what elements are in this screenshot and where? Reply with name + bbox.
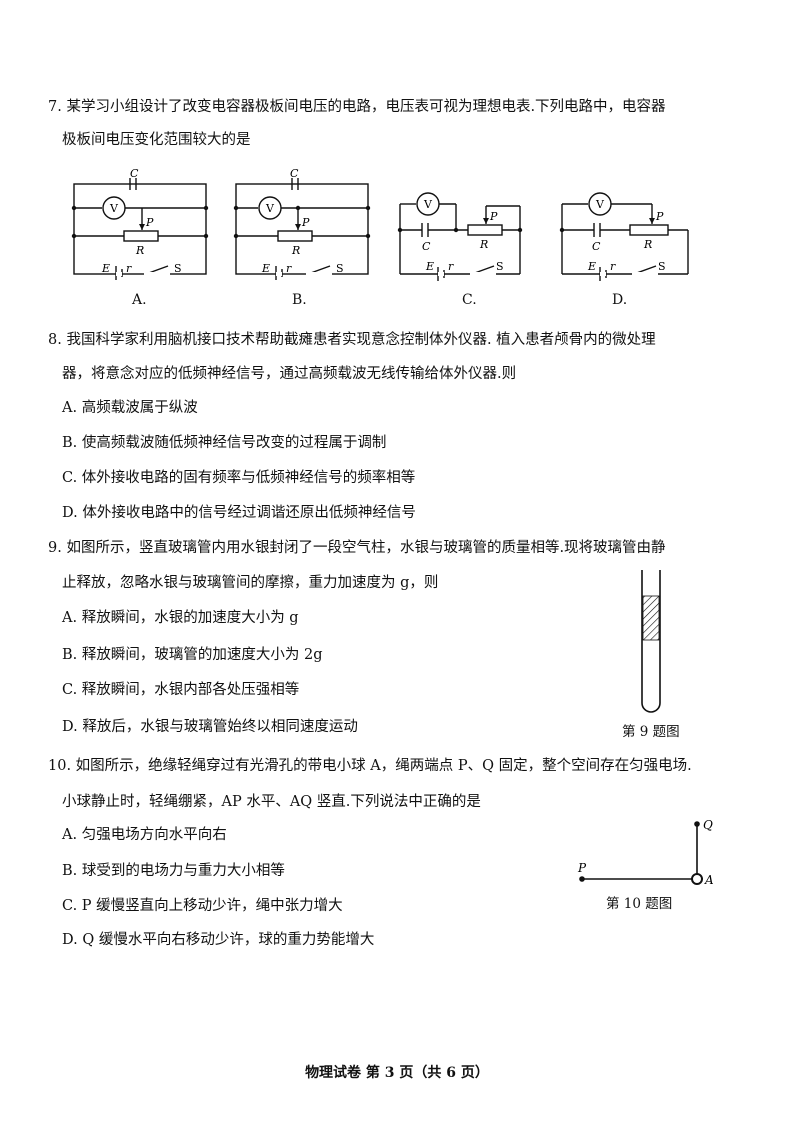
circuit-b-label: B. — [292, 292, 307, 308]
svg-text:A: A — [704, 873, 714, 887]
symbol-c: C — [130, 168, 139, 180]
q10-option-a: A. 匀强电场方向水平向右 — [62, 827, 227, 843]
svg-text:Q: Q — [703, 818, 713, 832]
q10-stem-line2: 小球静止时，轻绳绷紧，AP 水平、AQ 竖直.下列说法中正确的是 — [62, 794, 481, 810]
q8-option-a: A. 高频载波属于纵波 — [62, 400, 198, 416]
symbol-e: E — [425, 260, 434, 273]
q9-option-c: C. 释放瞬间，水银内部各处压强相等 — [62, 682, 300, 698]
circuit-b: C V P R E r S — [232, 168, 372, 283]
rope-ball-figure: P Q A — [570, 812, 730, 896]
symbol-p: P — [489, 210, 498, 223]
q9-option-b: B. 释放瞬间，玻璃管的加速度大小为 2g — [62, 647, 323, 663]
q9-stem-line1: 9. 如图所示，竖直玻璃管内用水银封闭了一段空气柱，水银与玻璃管的质量相等.现将… — [48, 540, 666, 556]
symbol-e: E — [261, 262, 270, 275]
q10-option-d: D. Q 缓慢水平向右移动少许，球的重力势能增大 — [62, 932, 375, 948]
circuit-d-label: D. — [612, 292, 628, 308]
voltmeter-icon: V — [423, 198, 433, 211]
q9-option-a: A. 释放瞬间，水银的加速度大小为 g — [62, 610, 299, 626]
symbol-s: S — [174, 262, 182, 275]
q9-figure-caption: 第 9 题图 — [622, 724, 680, 740]
q10-stem-line1: 10. 如图所示，绝缘轻绳穿过有光滑孔的带电小球 A，绳两端点 P、Q 固定，整… — [48, 758, 692, 774]
symbol-r: R — [643, 238, 652, 251]
page-footer: 物理试卷 第 3 页（共 6 页） — [305, 1065, 489, 1081]
ball-a — [691, 873, 703, 885]
circuit-a: C V P R E r S — [70, 168, 210, 283]
q9-option-d: D. 释放后，水银与玻璃管始终以相同速度运动 — [62, 719, 358, 735]
mercury-column — [642, 595, 660, 641]
q8-option-c: C. 体外接收电路的固有频率与低频神经信号的频率相等 — [62, 470, 416, 486]
symbol-s: S — [658, 260, 666, 273]
q8-stem-line1: 8. 我国科学家利用脑机接口技术帮助截瘫患者实现意念控制体外仪器. 植入患者颅骨… — [48, 332, 656, 348]
symbol-internal-r: r — [286, 262, 292, 275]
symbol-p: P — [655, 210, 664, 223]
symbol-c: C — [592, 240, 601, 253]
symbol-c: C — [422, 240, 431, 253]
symbol-internal-r: r — [448, 260, 454, 273]
symbol-r: R — [291, 244, 300, 257]
symbol-internal-r: r — [126, 262, 132, 275]
q10-option-c: C. P 缓慢竖直向上移动少许，绳中张力增大 — [62, 898, 343, 914]
symbol-r: R — [479, 238, 488, 251]
circuit-d: V P C R E r S — [558, 188, 698, 283]
glass-tube-figure — [630, 568, 680, 722]
symbol-e: E — [101, 262, 110, 275]
q8-option-b: B. 使高频载波随低频神经信号改变的过程属于调制 — [62, 435, 387, 451]
symbol-c: C — [290, 168, 299, 180]
q8-stem-line2: 器，将意念对应的低频神经信号，通过高频载波无线传输给体外仪器.则 — [62, 366, 517, 382]
q10-option-b: B. 球受到的电场力与重力大小相等 — [62, 863, 285, 879]
q7-stem-line1: 7. 某学习小组设计了改变电容器极板间电压的电路，电压表可视为理想电表.下列电路… — [48, 99, 666, 115]
q8-option-d: D. 体外接收电路中的信号经过调谐还原出低频神经信号 — [62, 505, 416, 521]
symbol-e: E — [587, 260, 596, 273]
circuit-c-label: C. — [462, 292, 477, 308]
voltmeter-icon: V — [265, 202, 275, 215]
symbol-internal-r: r — [610, 260, 616, 273]
symbol-r: R — [135, 244, 144, 257]
q7-stem-line2: 极板间电压变化范围较大的是 — [62, 132, 251, 148]
point-q — [694, 821, 700, 827]
circuit-c: V P C R E r S — [396, 188, 536, 283]
point-p — [579, 876, 585, 882]
symbol-p: P — [301, 216, 310, 229]
q9-stem-line2: 止释放，忽略水银与玻璃管间的摩擦，重力加速度为 g，则 — [62, 575, 439, 591]
voltmeter-icon: V — [595, 198, 605, 211]
circuit-a-label: A. — [132, 292, 147, 308]
symbol-p: P — [145, 216, 154, 229]
svg-text:P: P — [577, 861, 587, 875]
symbol-s: S — [336, 262, 344, 275]
voltmeter-icon: V — [109, 202, 119, 215]
q10-figure-caption: 第 10 题图 — [606, 896, 673, 912]
symbol-s: S — [496, 260, 504, 273]
